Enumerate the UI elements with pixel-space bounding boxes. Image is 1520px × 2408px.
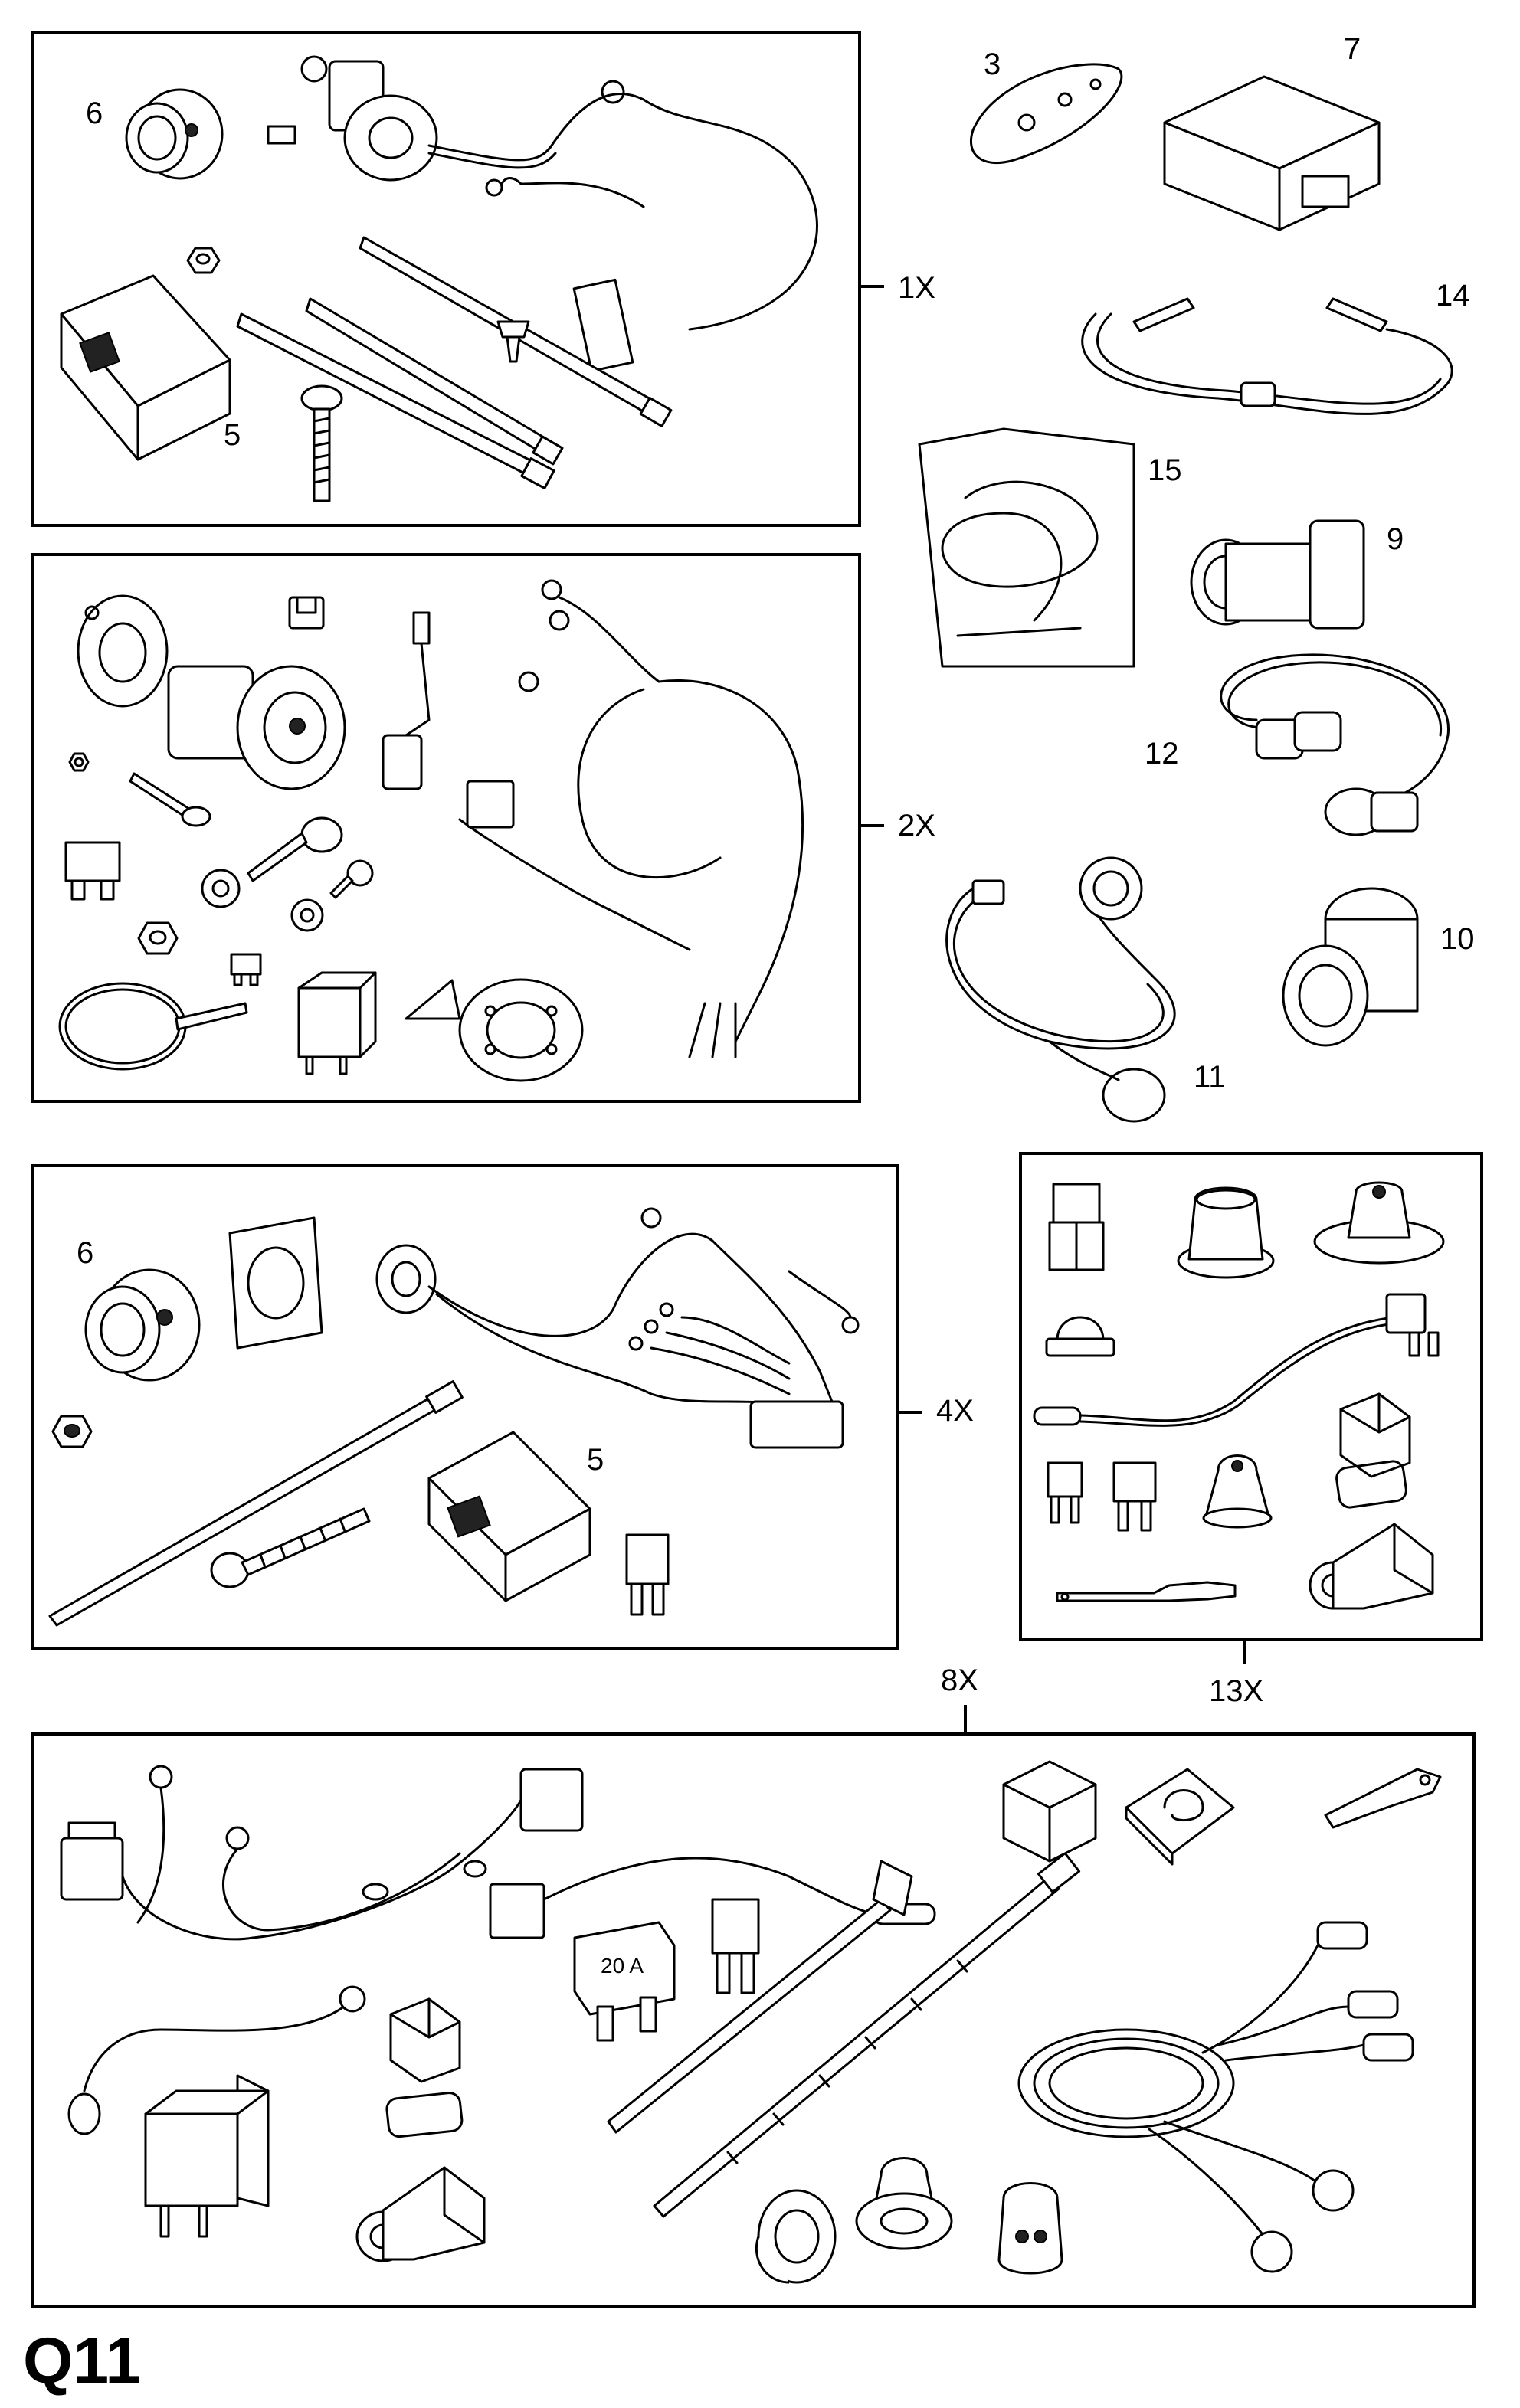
callout-7: 7	[1344, 32, 1361, 66]
screw-icon	[129, 766, 215, 827]
blade-fuse-icon: 20 A	[567, 1915, 682, 2045]
nut-icon	[135, 919, 181, 957]
fuse-cover-icon	[383, 1991, 467, 2083]
screw-icon	[329, 858, 375, 904]
seal-ring-icon	[1333, 1460, 1410, 1509]
blade-fuse-icon	[621, 1529, 674, 1621]
socket-bracket-icon	[222, 1210, 329, 1356]
parts-bag-icon	[912, 421, 1142, 674]
kit-13x-label: 13X	[1209, 1674, 1264, 1708]
callout-6-mid: 6	[77, 1236, 94, 1270]
screw-icon	[207, 1494, 375, 1593]
cable-tie-icon	[305, 291, 567, 467]
wiring-harness-icon	[368, 567, 827, 1058]
control-module-icon	[54, 268, 238, 467]
wiring-harness-icon	[260, 54, 843, 375]
kit-1x-leader	[861, 285, 884, 288]
cable-tie-icon	[605, 1831, 935, 2137]
callout-5-mid: 5	[587, 1443, 604, 1477]
kit-2x-label: 2X	[898, 809, 935, 842]
blade-fuse-icon	[705, 1892, 766, 1999]
callout-3: 3	[984, 47, 1001, 81]
callout-10: 10	[1440, 922, 1475, 956]
rubber-grommet-icon	[743, 2175, 843, 2290]
socket-bracket-icon	[398, 957, 590, 1088]
blade-fuse-icon	[1042, 1458, 1088, 1527]
cable-terminal-icon	[1318, 1762, 1448, 1831]
cable-terminal-icon	[67, 1968, 375, 2137]
kit-8x-leader	[964, 1705, 967, 1732]
nut-icon	[49, 1412, 95, 1451]
cable-clip-icon	[1119, 1762, 1241, 1869]
relay-icon	[138, 2068, 291, 2244]
washer-icon	[198, 865, 244, 911]
kit-1x-label: 1X	[898, 271, 935, 305]
fuse-holder-icon	[352, 2145, 490, 2267]
adapter-cable-icon	[1195, 628, 1463, 850]
callout-11: 11	[1194, 1060, 1226, 1094]
rubber-grommet-icon	[1195, 1448, 1279, 1532]
wiring-harness-icon	[54, 1739, 636, 1968]
callout-5-top: 5	[224, 418, 241, 452]
cable-clip-icon	[490, 314, 536, 368]
control-module-icon	[421, 1425, 598, 1608]
cable-tie-icon	[651, 1852, 1081, 2221]
adapter-cable-icon	[1065, 268, 1463, 444]
callout-9: 9	[1387, 522, 1404, 556]
fuse-holder-icon	[1302, 1501, 1440, 1616]
wiring-harness-icon	[1033, 1279, 1463, 1432]
blade-fuse-icon	[58, 835, 127, 904]
connector-housing-icon	[1042, 1176, 1111, 1276]
mounting-plate-icon	[965, 54, 1134, 168]
fuse-cover-icon	[1333, 1386, 1417, 1478]
blade-fuse-icon	[227, 950, 265, 988]
callout-12: 12	[1145, 737, 1179, 770]
connector-housing-icon	[996, 1754, 1103, 1869]
kit-13x-leader	[1243, 1641, 1246, 1664]
nut-icon	[67, 751, 90, 774]
callout-15: 15	[1148, 453, 1182, 487]
control-module-icon	[1157, 61, 1387, 237]
rubber-grommet-icon	[1310, 1176, 1448, 1268]
adapter-cable-icon	[927, 842, 1203, 1134]
cable-clip-icon	[283, 590, 329, 636]
page-code: Q11	[23, 2325, 142, 2397]
screw-icon	[299, 383, 345, 505]
blade-fuse-icon	[1108, 1458, 1161, 1535]
nut-icon	[184, 245, 222, 276]
callout-14: 14	[1436, 279, 1470, 312]
rubber-grommet-icon	[850, 2145, 958, 2259]
trailer-socket-icon	[161, 643, 352, 797]
cable-tie-icon	[46, 1380, 467, 1631]
wiring-harness-icon	[1011, 1853, 1440, 2282]
rubber-grommet-icon	[1172, 1176, 1279, 1284]
wiring-harness-icon	[360, 1195, 881, 1471]
cable-tie-icon	[236, 306, 559, 490]
screw-icon	[245, 812, 345, 888]
kit-4x-label: 4X	[936, 1394, 974, 1428]
trailer-socket-icon	[115, 84, 230, 184]
trailer-socket-icon	[77, 1264, 207, 1386]
cable-tie-icon	[54, 965, 253, 1080]
rubber-grommet-icon	[988, 2175, 1073, 2282]
kit-4x-leader	[899, 1411, 922, 1414]
adapter-plug-icon	[1180, 490, 1371, 643]
cable-clip-icon	[1042, 1302, 1119, 1363]
relay-icon	[291, 957, 383, 1080]
seal-ring-icon	[383, 2091, 467, 2140]
fuse-rating: 20 A	[601, 1954, 644, 1978]
adapter-plug-icon	[1272, 881, 1425, 1057]
socket-bracket-icon	[69, 590, 176, 712]
kit-2x-leader	[861, 824, 884, 827]
cable-terminal-icon	[1054, 1570, 1238, 1608]
callout-6-top: 6	[86, 97, 103, 130]
kit-8x-label: 8X	[941, 1664, 978, 1697]
washer-icon	[288, 896, 326, 934]
